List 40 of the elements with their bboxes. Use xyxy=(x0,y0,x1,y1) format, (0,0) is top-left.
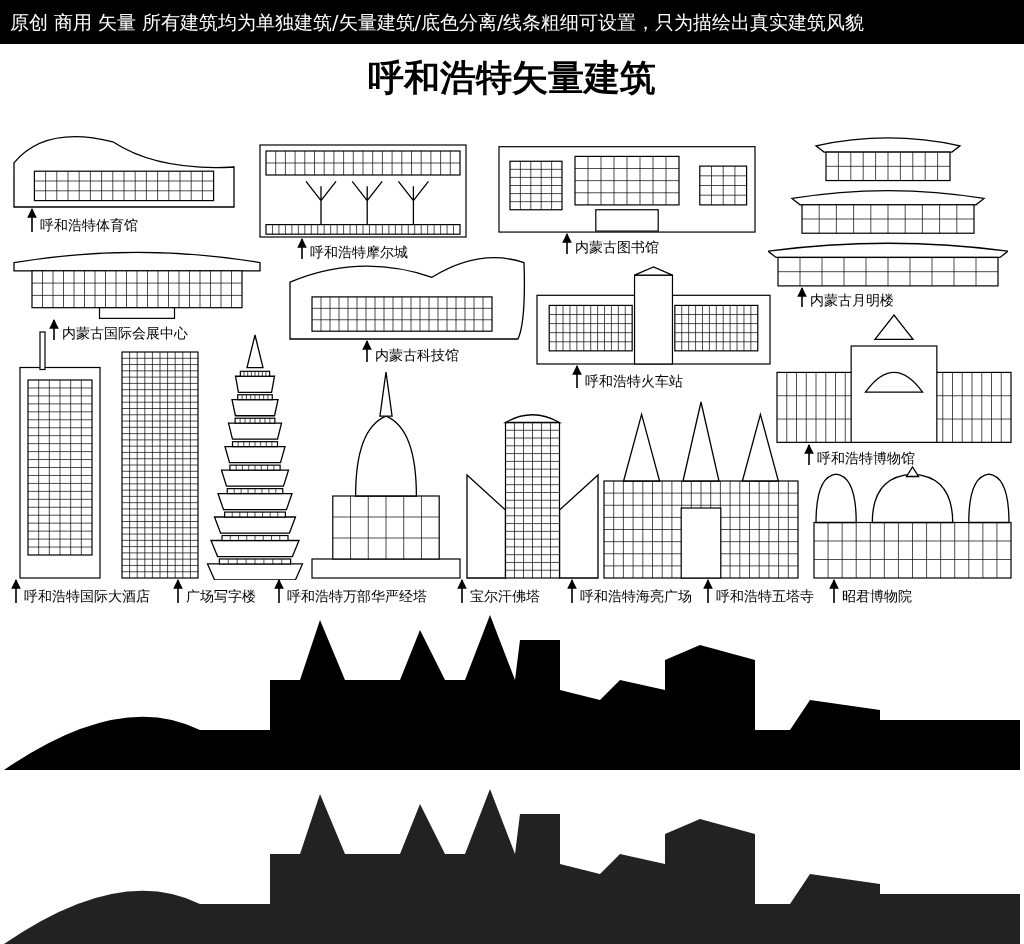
pointer-arrow xyxy=(297,238,307,260)
building-name: 内蒙古图书馆 xyxy=(575,239,659,255)
pointer-arrow xyxy=(173,579,183,604)
building-name: 呼和浩特火车站 xyxy=(585,373,683,389)
building-name: 呼和浩特万部华严经塔 xyxy=(287,588,427,604)
building-name: 广场写字楼 xyxy=(186,588,256,604)
office-tower-drawing xyxy=(120,350,200,580)
pointer-arrow xyxy=(572,365,582,389)
pointer-arrow xyxy=(362,340,372,363)
pointer-arrow xyxy=(49,319,59,341)
mall-drawing xyxy=(258,143,468,239)
building-name: 呼和浩特博物馆 xyxy=(817,450,915,466)
building-name: 昭君博物院 xyxy=(842,588,912,604)
domed-museum-drawing xyxy=(812,465,1013,580)
banner-text: 原创 商用 矢量 所有建筑均为单独建筑/矢量建筑/底色分离/线条粗细可设置，只为描绘出真实建筑风貌 xyxy=(10,10,865,34)
pagoda-drawing xyxy=(205,333,305,580)
building-name: 呼和浩特五塔寺 xyxy=(716,588,814,604)
pointer-arrow xyxy=(562,233,572,255)
building-name: 内蒙古科技馆 xyxy=(375,347,459,363)
building-name: 内蒙古国际会展中心 xyxy=(62,325,188,341)
museum-drawing xyxy=(775,313,1013,445)
pointer-arrow xyxy=(804,444,814,466)
building-name: 呼和浩特国际大酒店 xyxy=(24,588,150,604)
pointer-arrow xyxy=(27,208,37,233)
building-name: 呼和浩特海亮广场 xyxy=(580,588,692,604)
building-name: 呼和浩特摩尔城 xyxy=(310,244,408,260)
pointer-arrow xyxy=(829,579,839,604)
pointer-arrow xyxy=(797,287,807,308)
pointer-arrow xyxy=(457,579,467,604)
stupa-drawing xyxy=(310,370,462,580)
pointer-arrow xyxy=(703,579,713,604)
title: 呼和浩特矢量建筑 xyxy=(368,57,656,98)
building-name: 内蒙古月明楼 xyxy=(810,292,894,308)
pointer-arrow xyxy=(567,579,577,604)
building-name: 呼和浩特体育馆 xyxy=(40,217,138,233)
building-name: 宝尔汗佛塔 xyxy=(470,588,540,604)
railway-station-drawing xyxy=(535,265,772,366)
pointer-arrow xyxy=(11,579,21,604)
pointer-arrow xyxy=(274,579,284,604)
five-pagoda-temple-drawing xyxy=(602,400,800,580)
